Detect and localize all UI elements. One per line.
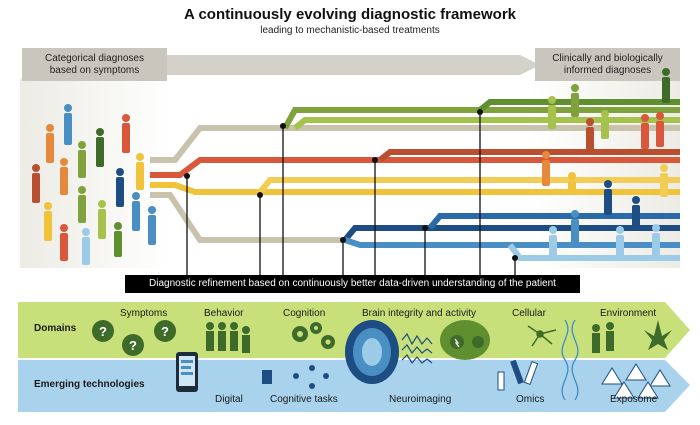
domain-cellular: Cellular	[512, 308, 546, 319]
svg-text:?: ?	[99, 324, 107, 339]
left-label-box	[22, 48, 167, 81]
brain-activity-icon	[440, 320, 490, 360]
domain-behavior: Behavior	[204, 308, 244, 319]
pathway-blue	[427, 213, 680, 230]
right-crowd	[542, 68, 670, 259]
pathway-gray-bottom	[150, 192, 345, 243]
pathway-yellow	[150, 182, 680, 195]
tech-neuroimaging: Neuroimaging	[389, 394, 452, 405]
phone-icon	[176, 352, 198, 392]
right-label-box	[535, 48, 680, 81]
domain-environment: Environment	[600, 308, 657, 319]
domain-symptoms: Symptoms	[120, 308, 168, 319]
behavior-icon	[206, 322, 250, 353]
domain-cognition: Cognition	[283, 308, 326, 319]
environment-icon	[592, 320, 672, 353]
signal-waves-icon	[401, 332, 433, 365]
left-box-line1: Categorical diagnoses	[45, 53, 144, 64]
pathway-red	[150, 157, 680, 178]
right-box-line1: Clinically and biologically	[552, 53, 663, 64]
tech-cognitive-tasks: Cognitive tasks	[270, 394, 338, 405]
tech-exposome: Exposome	[610, 394, 658, 405]
tech-omics: Omics	[516, 394, 545, 405]
pathway-red-dark	[378, 149, 680, 163]
neuron-icon	[527, 325, 557, 347]
pathway-blue-light	[507, 243, 680, 261]
page-subtitle: leading to mechanistic-based treatments	[260, 25, 440, 36]
svg-text:?: ?	[129, 338, 137, 353]
domains-heading: Domains	[34, 323, 77, 334]
pathway-green-dark	[478, 99, 680, 113]
left-crowd	[32, 104, 156, 265]
page-title: A continuously evolving diagnostic frame…	[184, 6, 516, 23]
omics-vials-icon	[497, 359, 539, 391]
refinement-dots	[184, 109, 518, 261]
exposome-icon	[601, 363, 671, 399]
svg-text:?: ?	[161, 324, 169, 339]
gear-icon	[292, 322, 335, 349]
cognitive-tasks-icon	[262, 365, 329, 389]
pathway-gray-top	[150, 125, 680, 163]
technologies-heading: Emerging technologies	[34, 379, 145, 390]
refinement-banner: Diagnostic refinement based on continuou…	[125, 275, 580, 293]
tech-digital: Digital	[215, 394, 243, 405]
symptoms-icon: ? ? ?	[92, 320, 176, 356]
dna-icon	[561, 319, 579, 401]
right-box-label: Clinically and biologically informed dia…	[535, 53, 680, 77]
left-box-line2: based on symptoms	[49, 65, 140, 76]
left-box-label: Categorical diagnoses based on symptoms	[22, 53, 167, 77]
domain-brain: Brain integrity and activity	[362, 308, 476, 319]
refinement-lines	[186, 112, 516, 275]
right-box-line2: informed diagnoses	[563, 65, 652, 76]
left-shade	[20, 78, 170, 268]
brain-scan-icon	[345, 320, 399, 384]
evolution-arrow	[165, 55, 540, 75]
